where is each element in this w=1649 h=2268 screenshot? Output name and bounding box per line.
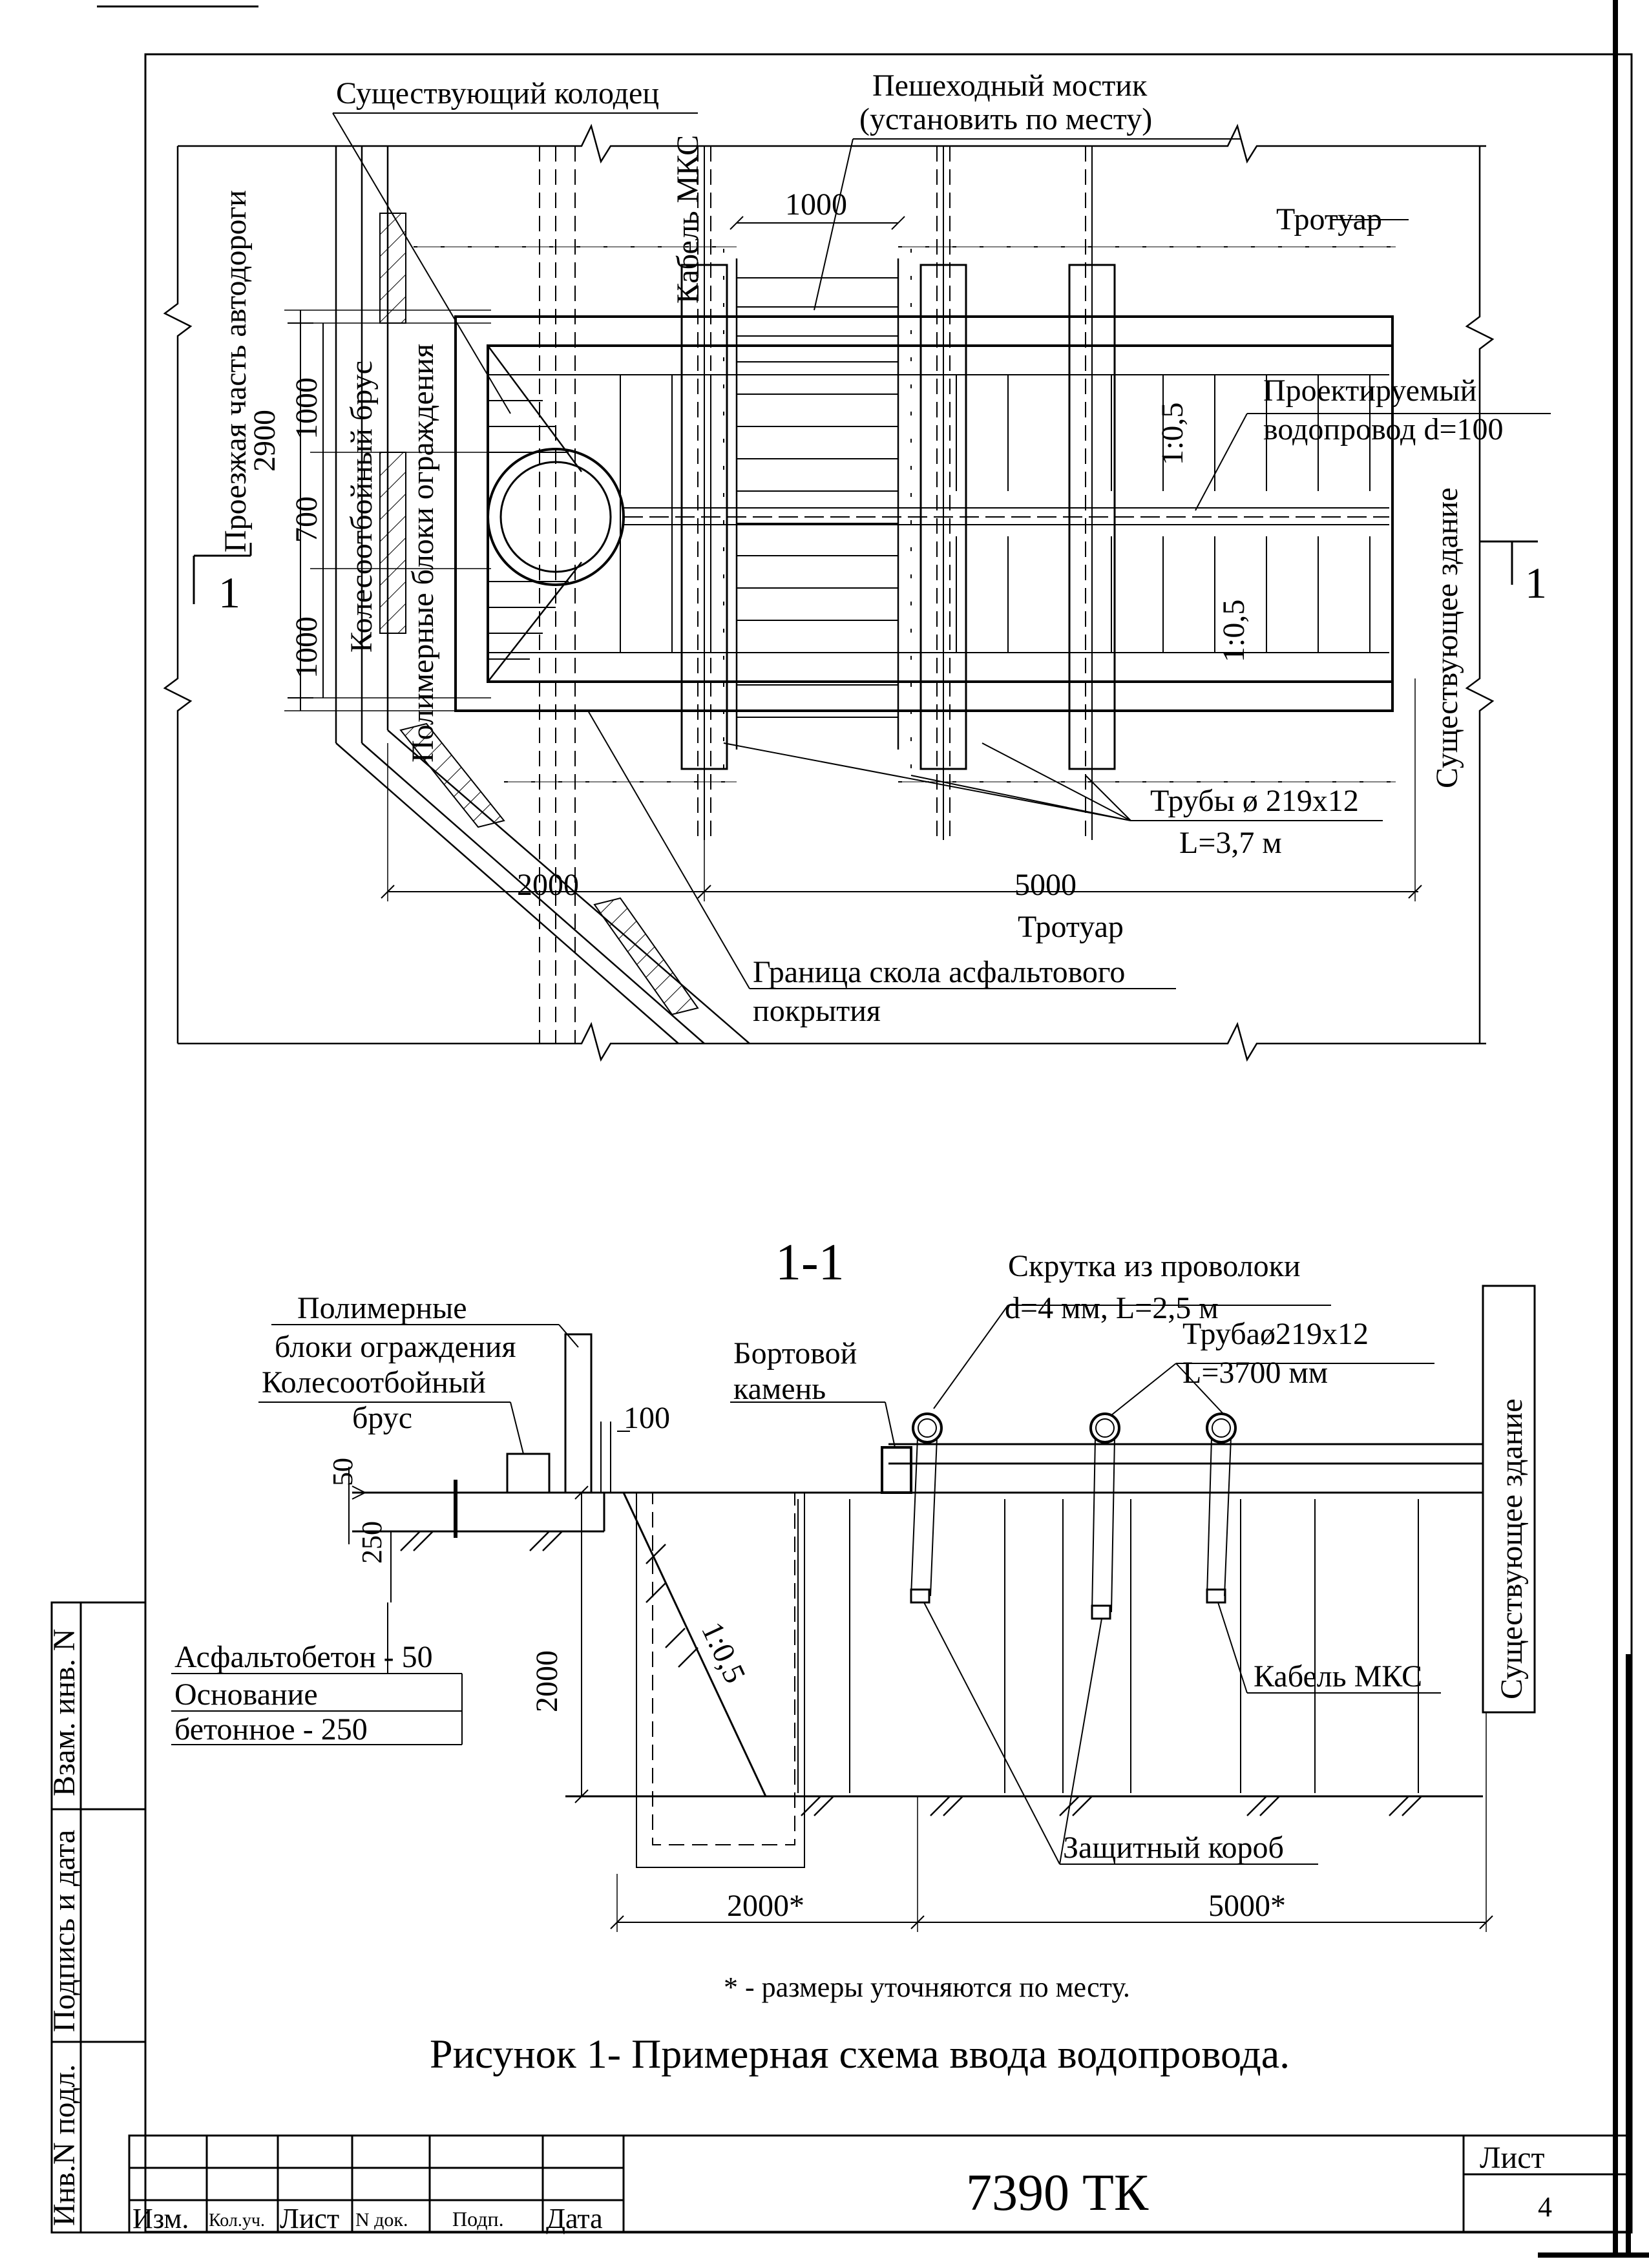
polymer-blocks-label-1: Полимерные (297, 1291, 467, 1325)
dim-1000-a: 1000 (289, 377, 324, 439)
plan-view (163, 112, 1551, 1062)
footbridge-label-1: Пешеходный мостик (872, 68, 1148, 103)
dim-5000: 5000 (1014, 868, 1077, 902)
wheel-guard-label: Колесоотбойный брус (344, 361, 379, 653)
sidewalk-top-label: Тротуар (1276, 202, 1382, 236)
section-marker-left: 1 (218, 568, 240, 617)
asphalt-layer-label: Асфальтобетон - 50 (174, 1640, 433, 1674)
road-label: Проезжая часть автодороги (218, 190, 253, 552)
figure-caption: Рисунок 1- Примерная схема ввода водопро… (430, 2031, 1290, 2077)
polymer-blocks-label: Полимерные блоки ограждения (406, 344, 440, 762)
stamp-inv-replace: Взам. инв. N (47, 1629, 81, 1796)
stamp-sign-date: Подпись и дата (47, 1830, 81, 2032)
existing-building-label: Существующее здание (1430, 487, 1464, 788)
pipe-label-1: Трубаø219х12 (1182, 1317, 1369, 1351)
side-stamp-labels: Взам. инв. N Подпись и дата Инв.N подл. (47, 1629, 81, 2226)
section-building-label: Существующее здание (1495, 1398, 1529, 1699)
pipes-label-1: Трубы ø 219х12 (1150, 784, 1359, 818)
polymer-blocks-label-2: блоки ограждения (275, 1330, 516, 1364)
asphalt-border-label-2: покрытия (753, 994, 881, 1028)
dim-50: 50 (327, 1458, 359, 1486)
wire-label-1: Скрутка из проволоки (1008, 1249, 1301, 1283)
sheet-number: 4 (1538, 2191, 1552, 2223)
col-ndok: N док. (355, 2209, 408, 2231)
curb-label-1: Бортовой (733, 1336, 857, 1370)
dim-2000: 2000 (517, 868, 579, 902)
section-labels: 1-1 Скрутка из проволоки d=4 мм, L=2,5 м… (174, 1234, 1529, 2003)
footbridge-label-2: (установить по месту) (859, 102, 1152, 136)
col-izm: Изм. (132, 2203, 189, 2234)
title-block (128, 2134, 1633, 2234)
existing-well-label: Существующий колодец (336, 76, 659, 110)
col-podp: Подп. (452, 2207, 504, 2231)
section-dim-2000: 2000* (727, 1889, 804, 1923)
col-kol: Кол.уч. (209, 2210, 265, 2231)
plan-labels: Существующий колодец Пешеходный мостик (… (218, 68, 1547, 1028)
wheel-guard-label-1: Колесоотбойный (262, 1365, 486, 1400)
sheet-frame (97, 0, 1649, 2258)
cable-mks-label: Кабель МКС (671, 135, 705, 304)
col-list: Лист (280, 2203, 339, 2234)
asphalt-border-label-1: Граница скола асфальтового (753, 955, 1125, 989)
footnote: * - размеры уточняются по месту. (724, 1971, 1130, 2003)
doc-code: 7390 ТК (966, 2165, 1149, 2221)
protect-box-label: Защитный короб (1063, 1831, 1284, 1865)
stamp-inv-orig: Инв.N подл. (47, 2064, 81, 2226)
pipe-label-2: L=3700 мм (1182, 1356, 1328, 1390)
side-stamp (50, 1601, 147, 2234)
section-title: 1-1 (775, 1234, 845, 1291)
section-cable-label: Кабель МКС (1254, 1659, 1422, 1694)
col-data: Дата (546, 2203, 603, 2234)
dim-700: 700 (289, 496, 324, 543)
designed-pipe-label-2: водопровод d=100 (1263, 412, 1504, 446)
slope-label-2: 1:0,5 (1217, 600, 1251, 662)
dim-100: 100 (624, 1401, 670, 1435)
pipes-label-2: L=3,7 м (1179, 826, 1282, 860)
section-slope-label: 1:0,5 (695, 1617, 752, 1688)
base-layer-label-1: Основание (174, 1677, 318, 1712)
sidewalk-bottom-label: Тротуар (1018, 910, 1124, 944)
slope-label-1: 1:0,5 (1155, 403, 1190, 465)
dim-1000-b: 1000 (289, 616, 324, 678)
section-dim-5000: 5000* (1208, 1889, 1286, 1923)
base-layer-label-2: бетонное - 250 (174, 1712, 368, 1747)
dim-250: 250 (356, 1521, 388, 1564)
dim-1000-top: 1000 (785, 187, 847, 222)
dim-2900: 2900 (247, 410, 282, 472)
wire-label-2: d=4 мм, L=2,5 м (1005, 1291, 1219, 1325)
designed-pipe-label-1: Проектируемый (1263, 373, 1476, 408)
wheel-guard-label-2: брус (352, 1401, 412, 1435)
sheet-label: Лист (1480, 2141, 1545, 2175)
curb-label-2: камень (733, 1372, 826, 1406)
dim-2000-vertical: 2000 (530, 1650, 564, 1712)
section-marker-right: 1 (1525, 558, 1547, 607)
title-block-labels: Изм. Кол.уч. Лист N док. Подп. Дата 7390… (132, 2141, 1552, 2234)
section-view (171, 1285, 1536, 1932)
